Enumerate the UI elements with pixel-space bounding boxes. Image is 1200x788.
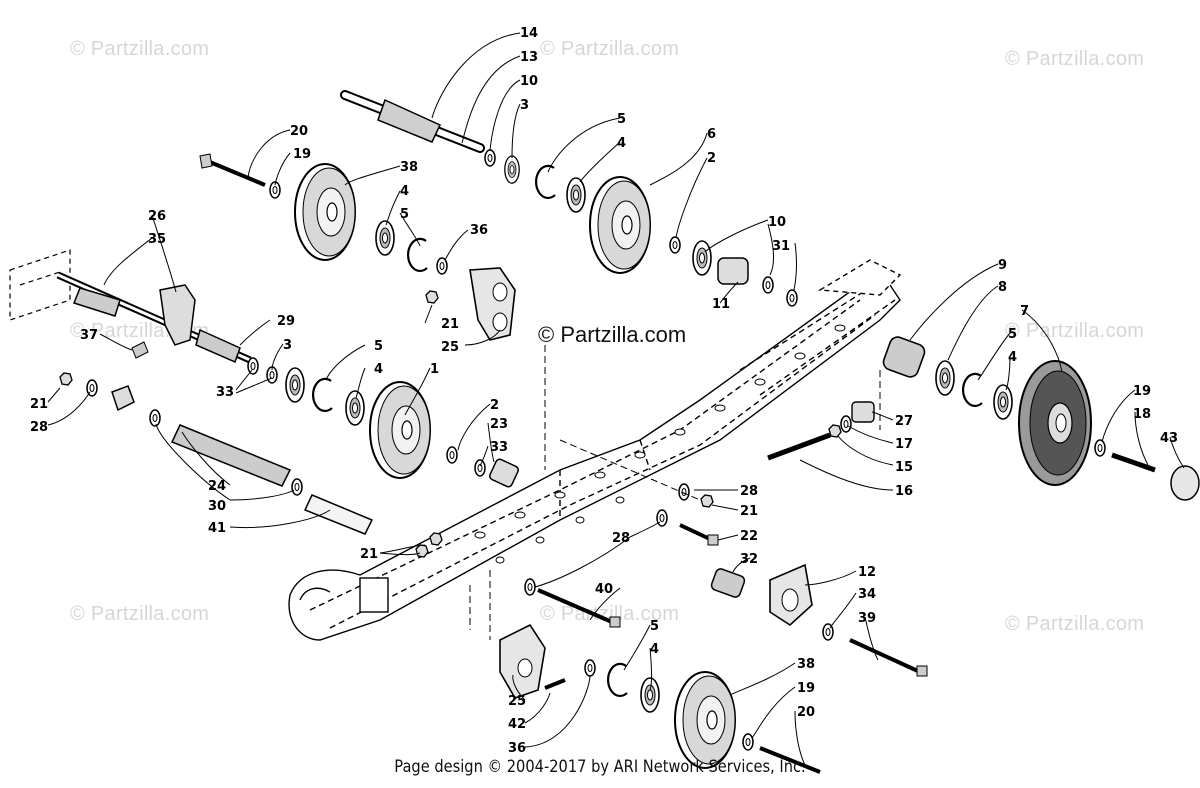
watermark: © Partzilla.com: [1005, 320, 1145, 342]
assembly-centerlines: [469, 345, 881, 640]
center-watermark: © Partzilla.com: [538, 322, 687, 347]
lower-idler-assembly: [499, 623, 821, 774]
callout: 38: [797, 657, 815, 672]
lower-right-bracket: [524, 563, 928, 677]
callout: 10: [520, 74, 538, 89]
callout: 1: [430, 362, 439, 377]
watermark: © Partzilla.com: [70, 38, 210, 60]
rail-holes: [474, 324, 846, 564]
callout: 40: [595, 582, 613, 597]
callout: 3: [283, 338, 292, 353]
callout: 25: [441, 340, 459, 355]
callout: 28: [740, 484, 758, 499]
callout: 21: [30, 397, 48, 412]
callout: 21: [360, 547, 378, 562]
callout: 5: [617, 112, 626, 127]
callout: 18: [1133, 407, 1151, 422]
callout: 41: [208, 521, 226, 536]
callout: 12: [858, 565, 876, 580]
callout: 20: [797, 705, 815, 720]
watermark: © Partzilla.com: [70, 603, 210, 625]
callout: 22: [740, 529, 758, 544]
callout: 6: [707, 127, 716, 142]
callout: 7: [1020, 304, 1029, 319]
callout: 4: [650, 642, 659, 657]
callout: 11: [712, 297, 730, 312]
callout: 19: [797, 681, 815, 696]
callout: 37: [80, 328, 98, 343]
callout: 28: [612, 531, 630, 546]
callout: 24: [208, 479, 226, 494]
callout: 27: [895, 414, 913, 429]
callout-leaders: [47, 32, 1185, 766]
callout: 5: [400, 207, 409, 222]
callout: 5: [1008, 327, 1017, 342]
bracket-upper: [425, 267, 516, 341]
callout: 34: [858, 587, 876, 602]
copyright-footer: Page design © 2004-2017 by ARI Network S…: [394, 757, 806, 777]
callout: 35: [148, 232, 166, 247]
watermark: © Partzilla.com: [1005, 613, 1145, 635]
callout: 4: [374, 362, 383, 377]
callout: 5: [650, 619, 659, 634]
callout: 9: [998, 258, 1007, 273]
callout: 15: [895, 460, 913, 475]
callout: 29: [277, 314, 295, 329]
callout: 19: [293, 147, 311, 162]
callout: 25: [508, 694, 526, 709]
callout: 32: [740, 552, 758, 567]
callout: 2: [707, 151, 716, 166]
callout: 5: [374, 339, 383, 354]
callout: 43: [1160, 431, 1178, 446]
callout: 33: [216, 385, 234, 400]
rear-wheel-assembly: [767, 336, 1200, 501]
watermark: © Partzilla.com: [540, 38, 680, 60]
callout: 19: [1133, 384, 1151, 399]
callout: 4: [400, 184, 409, 199]
callout: 21: [441, 317, 459, 332]
watermark: © Partzilla.com: [540, 603, 680, 625]
top-shaft-assembly: [340, 90, 798, 307]
callout: 31: [772, 239, 790, 254]
callout: 4: [1008, 350, 1017, 365]
callout: 2: [490, 398, 499, 413]
middle-hardware: [656, 483, 719, 546]
callout: 30: [208, 499, 226, 514]
callout: 42: [508, 717, 526, 732]
callout: 20: [290, 124, 308, 139]
left-rail-stub: [9, 249, 71, 321]
callout: 17: [895, 437, 913, 452]
callout: 26: [148, 209, 166, 224]
upper-left-idler: [199, 153, 448, 275]
callout: 23: [490, 417, 508, 432]
callout: 8: [998, 280, 1007, 295]
left-shaft-assembly: [56, 271, 519, 488]
callout: 3: [520, 98, 529, 113]
callout: 13: [520, 50, 538, 65]
slide-rail: [288, 259, 902, 641]
callout: 14: [520, 26, 538, 41]
lower-left-shaft: [59, 372, 443, 558]
callout: 36: [470, 223, 488, 238]
callout: 33: [490, 440, 508, 455]
callout: 21: [740, 504, 758, 519]
callout: 39: [858, 611, 876, 626]
callout: 38: [400, 160, 418, 175]
callout: 4: [617, 136, 626, 151]
callout: 16: [895, 484, 913, 499]
callout-labels: 14 13 10 3 5 4 6 2 20 19 38 4 5 36 10 31…: [30, 26, 1178, 756]
callout: 10: [768, 215, 786, 230]
watermark: © Partzilla.com: [1005, 48, 1145, 70]
callout: 28: [30, 420, 48, 435]
callout: 36: [508, 741, 526, 756]
